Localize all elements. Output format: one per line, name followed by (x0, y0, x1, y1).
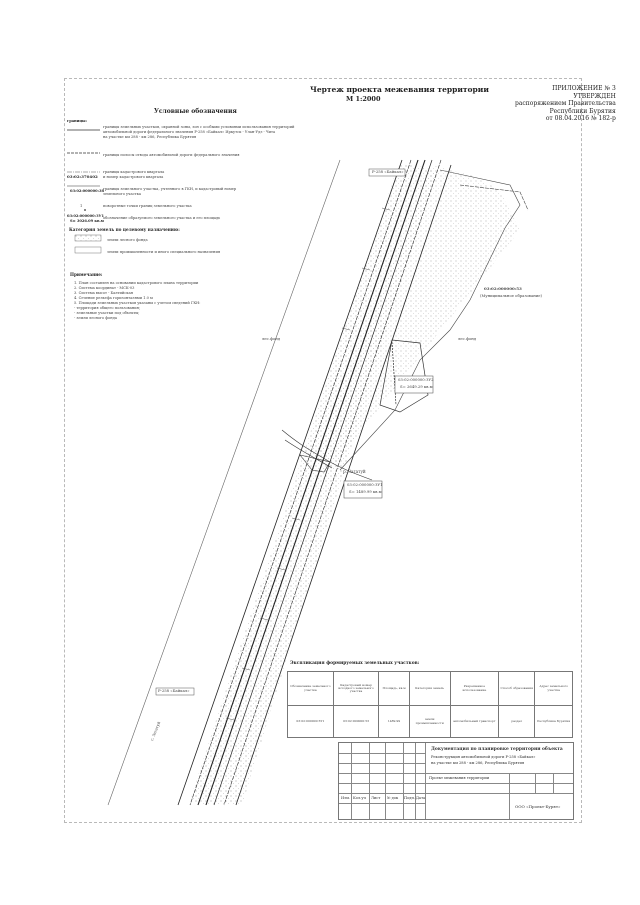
stamp-doc-title: Документация по планировке территории об… (431, 747, 563, 752)
river-crossing (281, 429, 383, 499)
note-line-8: - земли лесного фонда (74, 316, 117, 320)
legend-item-1-line-1: границы земельных участков, охранной зон… (103, 125, 295, 129)
stamp-doc-line-2: на участке км 288 - км 286, Республика Б… (431, 761, 525, 765)
legend-item-1-line-3: на участке км 288 - км 286, Республика Б… (103, 135, 197, 139)
table-cell: Республика Бурятия (534, 705, 573, 738)
explication-table: Обозначение земельного участка Кадастров… (287, 671, 573, 738)
table-header-cell: Обозначение земельного участка (287, 671, 334, 706)
category-forest: земли лесного фонда (107, 238, 148, 242)
stamp-row-label: Изм. (341, 796, 351, 800)
parcel-53-label: 03:02:000000:53 (484, 286, 522, 291)
table-header-cell: Категория земель (408, 671, 451, 706)
note-line-5: 5. Площади земельных участков указаны с … (74, 301, 201, 305)
table-header-cell: Кадастровый номер исходного земельного у… (332, 671, 380, 706)
table-header-cell: Адрес земельного участка (534, 671, 573, 706)
legend-subtitle: границы: (67, 119, 87, 123)
stamp-sheet-label: Проект межевания территории (429, 776, 490, 780)
drawing-frame (64, 78, 582, 823)
table-cell: автомобильный транспорт (449, 705, 500, 738)
appendix-by: распоряжением Правительства (515, 100, 616, 107)
note-line-7: - земельные участки под объекты; (74, 311, 140, 315)
table-cell: земли промышленности (408, 705, 451, 738)
legend-item-5-line-1: поворотные точки границ земельного участ… (103, 204, 192, 208)
stamp-row-label: Лист (371, 796, 381, 800)
stamp-row-label: Кол.уч (353, 796, 366, 800)
stamp-doc-line-1: Реконструкция автомобильной дороги Р-258… (431, 755, 536, 759)
road-corridor (177, 159, 452, 806)
legend-item-6-area: S= 3026.09 кв.м (70, 219, 104, 223)
title-block: Изм. Кол.уч Лист № док Подп. Дата Докуме… (338, 742, 574, 820)
legend-item-4-code: 03:02:000000:38 (70, 189, 104, 193)
zu2-area: S= 2649.29 кв.м (400, 384, 433, 389)
note-line-3: 3. Система высот - Балтийская (74, 291, 133, 295)
legend-item-3-code: 03:02:370402 (67, 174, 98, 179)
table-cell: 1489.99 (378, 705, 410, 738)
notes-title: Примечание: (70, 272, 103, 277)
page-title: Чертеж проекта межевания территории (310, 85, 489, 94)
category-industry: земли промышленности и иного специальног… (107, 250, 221, 254)
appendix-block: ПРИЛОЖЕНИЕ № 3 УТВЕРЖДЕН распоряжением П… (515, 85, 616, 123)
stamp-row-label: Дата (416, 796, 426, 800)
forest-label-right: лес.фонд (458, 336, 477, 341)
road-label-bottom: Р-258 «Байкал» (158, 688, 190, 693)
legend-item-3-line-2: и номер кадастрового квартала (103, 175, 164, 179)
parcel-zu2 (379, 339, 434, 413)
legend-item-3-line-1: границы кадастрового квартала (103, 170, 165, 174)
note-line-2: 2. Система координат - МСК-03 (74, 286, 135, 290)
table-title: Экспликация формируемых земельных участк… (290, 661, 420, 666)
table-cell: 03:02:000000:ЗУ1 (287, 705, 334, 738)
appendix-approved: УТВЕРЖДЕН (573, 92, 616, 100)
legend-item-4-line-2: земельного участка (103, 192, 142, 196)
table-row: 03:02:000000:ЗУ1 03:02:000000:53 1489.99… (287, 705, 573, 738)
category-title: Категория земель по целевому назначению: (69, 227, 180, 232)
table-header-cell: Разрешенное использование (449, 671, 500, 706)
forest-zone (190, 165, 520, 805)
legend-item-5-code: 1 (80, 204, 83, 208)
zu1-label: 03:02:000000:ЗУ1 (347, 482, 383, 487)
legend-samples (67, 129, 102, 254)
stamp-row-label: № док (387, 796, 399, 800)
legend-item-4-line-1: границы земельного участка, учтенного в … (103, 187, 237, 191)
road-ticks (225, 207, 391, 721)
parcel-53-sublabel: (Муниципальное образование) (480, 293, 542, 298)
stamp-org: ООО «Проект-Бурят» (515, 804, 561, 809)
road-label-top: Р-258 «Байкал» (372, 169, 404, 174)
legend-item-6-line-1: обозначение образуемого земельного участ… (103, 216, 221, 220)
table-cell: 03:02:000000:53 (332, 705, 380, 738)
scale-label: М 1:2000 (346, 95, 381, 103)
legend-item-1-line-2: автомобильной дороги федерального значен… (103, 130, 276, 134)
table-cell: раздел (498, 705, 536, 738)
table-header-cell: Способ образования (498, 671, 536, 706)
zu2-label: 03:02:000000:ЗУ2 (398, 377, 434, 382)
appendix-name: ПРИЛОЖЕНИЕ № 3 (552, 85, 616, 92)
table-header-cell: Площадь, кв.м (378, 671, 410, 706)
forest-label-left: лес.фонд (262, 336, 281, 341)
note-line-1: 1. План составлен на основании кадастров… (74, 281, 199, 285)
kadastr-boundary-left (107, 159, 341, 806)
appendix-region: Республики Бурятия (549, 107, 616, 115)
note-line-6: - территория общего пользования; (74, 306, 141, 310)
table-header-row: Обозначение земельного участка Кадастров… (287, 671, 573, 706)
zu1-area: S= 1489.99 кв.м (349, 489, 382, 494)
stamp-row-label: Подп. (404, 796, 416, 800)
note-line-4: 4. Сечение рельефа горизонталями 1.0 м (74, 296, 153, 300)
legend-item-6-code: 03:02:000000:ЗУ1 (67, 214, 104, 218)
map-label-frames (155, 168, 406, 696)
river-label: р. Загатуй (343, 469, 366, 474)
appendix-date: от 08.04.2016 № 182-р (545, 115, 616, 122)
legend-title: Условные обозначения (154, 108, 237, 115)
legend-item-2-line-1: границы полосы отвода автомобильной доро… (103, 153, 240, 157)
